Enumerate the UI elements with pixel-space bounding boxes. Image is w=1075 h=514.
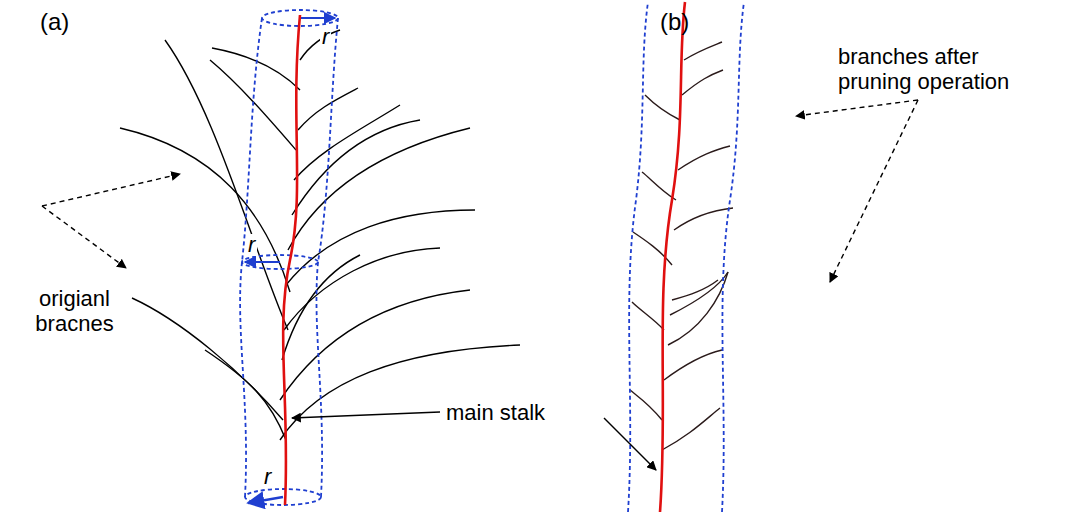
- panel-label: (a): [40, 8, 69, 36]
- panel-label: (b): [660, 8, 689, 36]
- callout-label: main stalk: [446, 400, 545, 425]
- original-branches: [120, 30, 520, 440]
- leader-line: [42, 100, 918, 282]
- callout-label: branches after pruning operation: [838, 44, 1043, 95]
- callout-label: origianl bracnes: [12, 286, 137, 337]
- radius-symbol: r: [320, 26, 331, 48]
- radius-cylinder: [240, 10, 338, 505]
- radius-symbol: r: [246, 234, 257, 256]
- main-stalk: [283, 15, 300, 505]
- radius-boundary: [628, 2, 744, 512]
- main-stalk: [660, 2, 685, 512]
- radius-symbol: r: [262, 466, 273, 488]
